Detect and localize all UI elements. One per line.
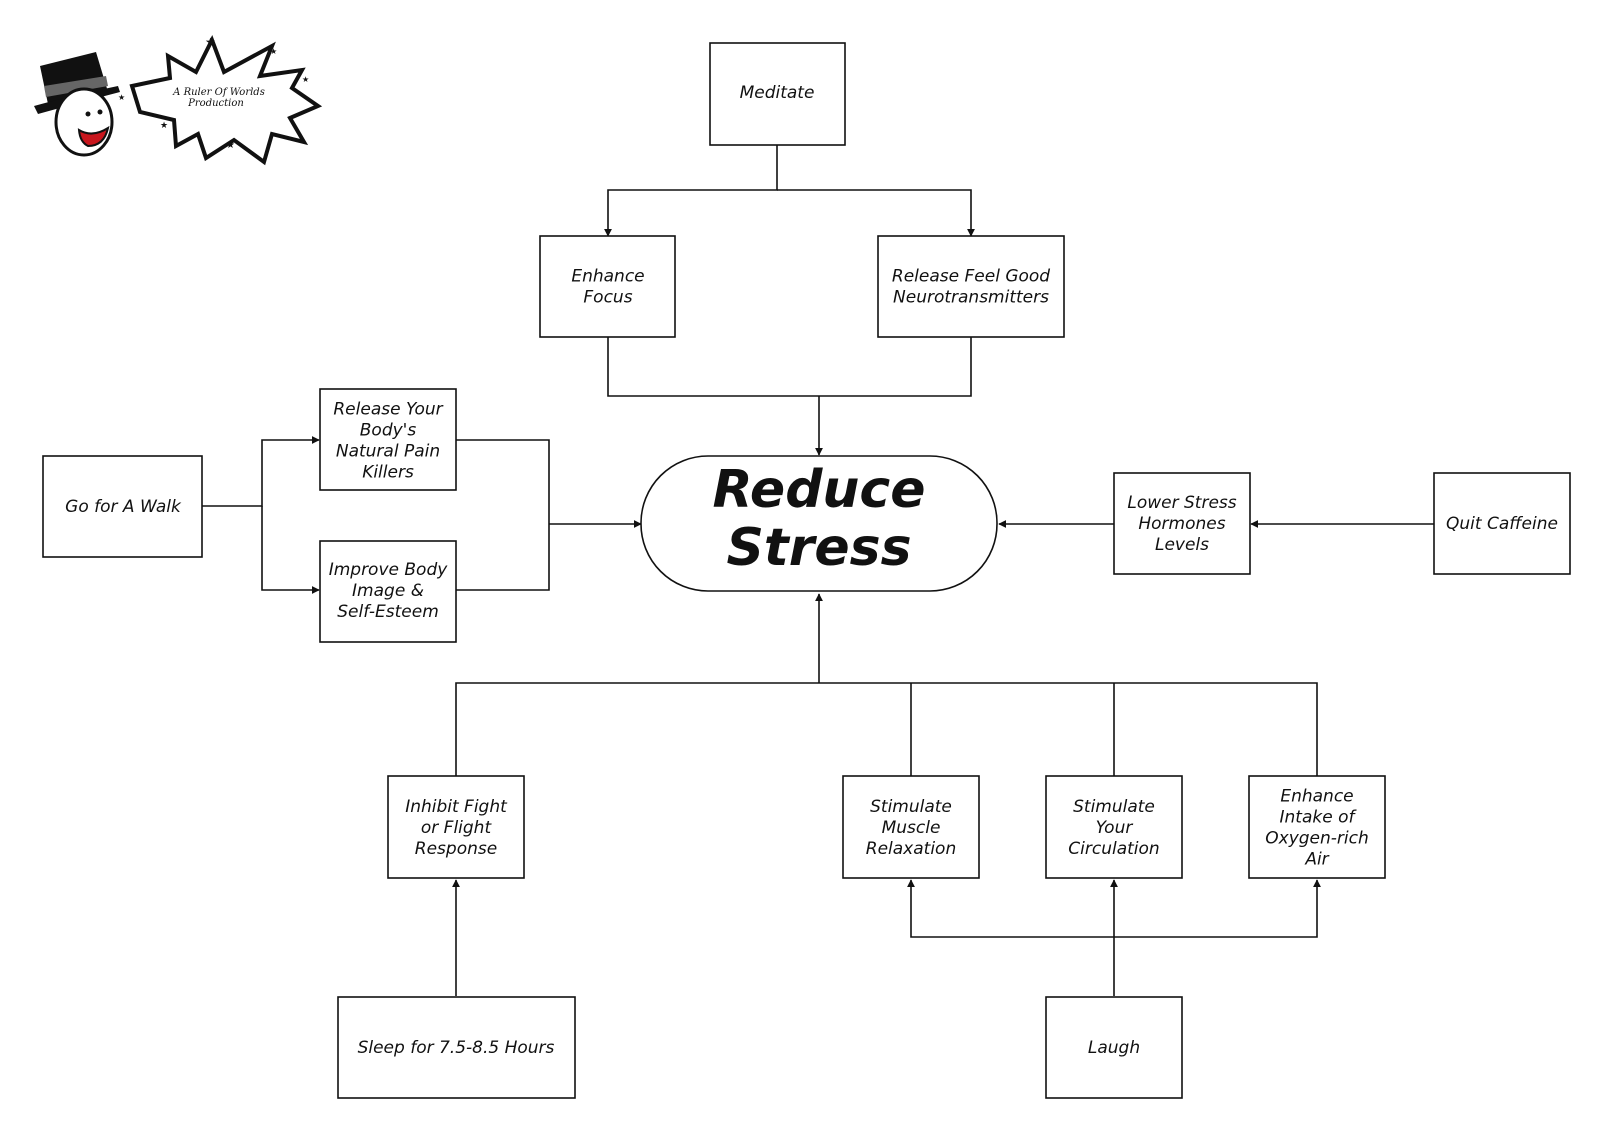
smiley-face-icon — [54, 87, 114, 157]
node-quit-caffeine: Quit Caffeine — [1433, 472, 1571, 575]
node-label-line: Stimulate — [870, 797, 952, 817]
logo: ★ ★ ★ ★ ★ ★ A Ruler Of Worlds Production — [34, 35, 323, 166]
starburst-icon: ★ ★ ★ ★ ★ ★ — [118, 35, 323, 166]
node-label-line: Killers — [362, 463, 414, 483]
svg-text:★: ★ — [160, 121, 168, 131]
node-label-line: Air — [1304, 850, 1329, 870]
node-label-line: Improve Body — [329, 560, 449, 580]
node-label-line: Image & — [352, 581, 424, 601]
node-label-line: Meditate — [740, 83, 815, 103]
node-label-line: Inhibit Fight — [405, 797, 508, 817]
node-label-line: Hormones — [1138, 514, 1225, 534]
logo-caption-line2: Production — [187, 98, 244, 109]
node-label-line: Go for A Walk — [65, 497, 182, 517]
node-label-line: Body's — [360, 421, 417, 441]
svg-text:★: ★ — [118, 93, 125, 102]
node-label-line: Sleep for 7.5-8.5 Hours — [358, 1038, 555, 1058]
node-label-line: Quit Caffeine — [1446, 514, 1558, 534]
connector-bottom-merge — [455, 682, 1318, 776]
node-label-line: Your — [1096, 818, 1134, 838]
node-label-line: or Flight — [421, 818, 493, 838]
node-label-line: Self-Esteem — [337, 602, 439, 622]
node-label-line: Intake of — [1280, 808, 1358, 828]
node-label-line: Lower Stress — [1127, 493, 1236, 513]
connector-top-merge — [607, 336, 972, 397]
svg-text:★: ★ — [302, 75, 309, 84]
connector-meditate-focus — [604, 145, 778, 237]
node-label-line: Release Feel Good — [892, 267, 1050, 287]
connector-laugh-to-muscle — [907, 879, 1114, 938]
node-label-line: Enhance — [1280, 787, 1353, 807]
node-reduce-stress: Reduce Stress — [640, 455, 998, 592]
node-go-for-walk: Go for A Walk — [42, 455, 203, 558]
node-label-line: Neurotransmitters — [893, 288, 1049, 308]
connector-laugh-to-oxygen — [1114, 879, 1321, 938]
svg-text:★: ★ — [226, 140, 235, 151]
svg-text:★: ★ — [270, 47, 277, 56]
node-label-line: Enhance — [571, 267, 644, 287]
connector-walk-painkillers — [202, 436, 320, 507]
node-sleep: Sleep for 7.5-8.5 Hours — [337, 996, 576, 1099]
node-label-line: Response — [415, 839, 497, 859]
node-label-line: Laugh — [1088, 1038, 1140, 1058]
center-line1: Reduce — [712, 460, 925, 520]
svg-text:★: ★ — [205, 35, 216, 49]
mouth — [77, 125, 110, 148]
connector-meditate-neuro — [777, 189, 975, 237]
node-label-line: Oxygen-rich — [1265, 829, 1369, 849]
connector-walk-bodyimage — [261, 506, 320, 594]
node-meditate: Meditate — [709, 42, 846, 146]
logo-caption-line1: A Ruler Of Worlds — [172, 87, 265, 98]
node-label-line: Circulation — [1068, 839, 1159, 859]
node-label-line: Release Your — [333, 400, 443, 420]
node-label-line: Focus — [583, 288, 632, 308]
connector-left-merge — [456, 439, 550, 591]
node-label-line: Natural Pain — [336, 442, 440, 462]
node-label-line: Relaxation — [866, 839, 956, 859]
node-laugh: Laugh — [1045, 996, 1183, 1099]
node-label-line: Levels — [1155, 535, 1209, 555]
node-label-line: Stimulate — [1073, 797, 1155, 817]
connectors — [202, 145, 1434, 996]
node-label-line: Muscle — [882, 818, 941, 838]
center-line2: Stress — [726, 518, 911, 578]
